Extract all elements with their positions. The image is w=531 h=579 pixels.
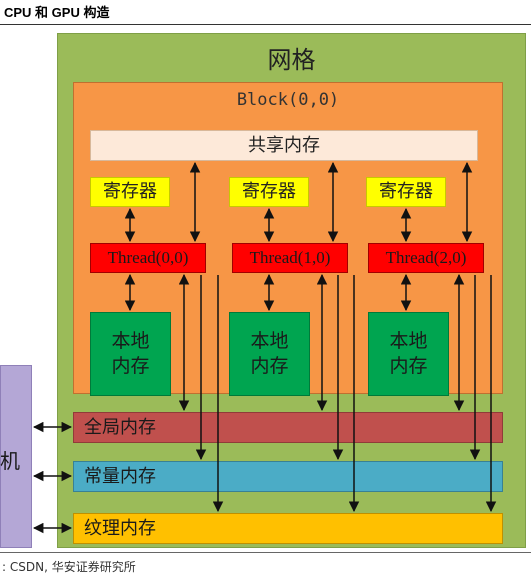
- source-note: : CSDN, 华安证券研究所: [2, 560, 136, 574]
- host-box: [0, 365, 32, 548]
- local-memory-label-0-line1: 本地: [111, 330, 150, 352]
- shared-memory-box: 共享内存: [90, 130, 478, 161]
- thread-box-1: Thread(1,0): [232, 243, 348, 273]
- local-memory-box-2: 本地 内存: [368, 312, 449, 396]
- page-title: CPU 和 GPU 构造: [4, 5, 110, 20]
- local-memory-box-0: 本地 内存: [90, 312, 171, 396]
- texture-memory-bar: 纹理内存: [73, 513, 503, 544]
- global-memory-bar: 全局内存: [73, 412, 503, 443]
- grid-label: 网格: [267, 46, 316, 74]
- constant-memory-bar: 常量内存: [73, 461, 503, 492]
- local-memory-label-2-line2: 内存: [389, 355, 428, 377]
- block-label: Block(0,0): [236, 90, 340, 110]
- host-label: 机: [0, 449, 20, 473]
- local-memory-label-2-line1: 本地: [389, 330, 428, 352]
- local-memory-label-1-line1: 本地: [250, 330, 289, 352]
- local-memory-label-1-line2: 内存: [250, 355, 289, 377]
- register-box-2: 寄存器: [366, 177, 446, 207]
- title-divider: [0, 24, 531, 25]
- thread-box-0: Thread(0,0): [90, 243, 206, 273]
- register-box-0: 寄存器: [90, 177, 170, 207]
- footer-divider: [0, 552, 531, 553]
- local-memory-label-0-line2: 内存: [111, 355, 150, 377]
- local-memory-box-1: 本地 内存: [229, 312, 310, 396]
- register-box-1: 寄存器: [229, 177, 309, 207]
- thread-box-2: Thread(2,0): [368, 243, 484, 273]
